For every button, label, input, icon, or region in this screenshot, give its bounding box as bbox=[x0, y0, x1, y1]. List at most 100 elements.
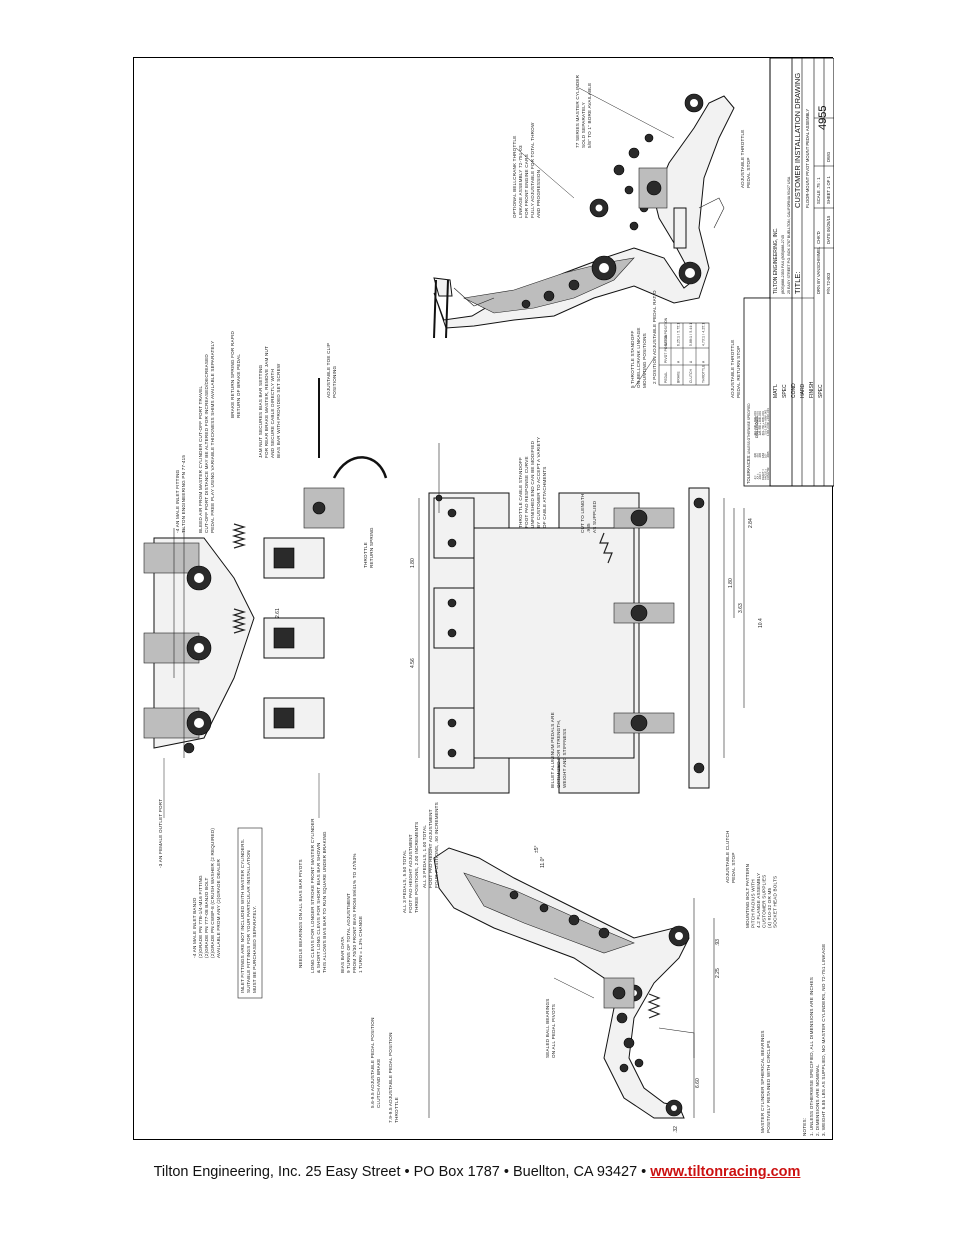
ratio-cell-2-1: A bbox=[689, 360, 693, 363]
label-inlet-fitting-line-0: -4 AN MALE INLET FITTING bbox=[175, 469, 180, 533]
label-adj-throttle-stop2-line-0: ADJUSTABLE THROTTLE bbox=[740, 129, 745, 188]
front-view bbox=[418, 443, 745, 794]
label-billet-pads-line-1: OPTIMIZED FOR STRENGTH, bbox=[556, 720, 561, 788]
tb-title-line1: CUSTOMER INSTALLATION DRAWING bbox=[793, 73, 802, 208]
ratio-cell-0-1: PIVOT POSITION bbox=[664, 334, 668, 363]
label-master-cyl-series-line-1: SOLD SEPARATELY bbox=[581, 102, 586, 148]
label-master-cyl-series-line-0: 77 SERIES MASTER CYLINDER bbox=[575, 74, 580, 148]
label-master-spherical-line-1: POSITIVELY RETAINED WITH CIRCLIPS bbox=[766, 1040, 771, 1133]
label-inlet-fitting-line-1: TILTON ENGINEERING PN 77-415 bbox=[181, 455, 186, 533]
label-inlet-banjo-line-1: (2)GRADE PN 77B-1/4-M16 FITTING bbox=[198, 875, 203, 958]
label-mounting-bolt-line-5: SOCKET HEAD BOLTS bbox=[773, 876, 778, 928]
label-standoff-bellcrank-line-1: ON BELLCRANK LINKAGE bbox=[636, 327, 641, 388]
label-bias-bar-line-1: 9 TURNS OF TOTAL ADJUSTMENT bbox=[346, 893, 351, 973]
notes-header: NOTES: bbox=[802, 1118, 807, 1136]
tb-pn: P/N 72-803 bbox=[826, 272, 831, 294]
mat-row-5: SPEC bbox=[818, 384, 824, 398]
tb-title-label: TITLE: bbox=[793, 271, 802, 294]
tol-row-3-value: 1/64 bbox=[761, 452, 765, 458]
label-optional-bellcrank-line-3: FULLY ADJUSTABLE FOR TOTAL THROW bbox=[530, 122, 535, 218]
top-view bbox=[143, 378, 388, 758]
label-inlet-banjo-line-3: (2)GRADE PN CW8P-8 (CRUSH WASHER (2 REQU… bbox=[210, 828, 215, 958]
mat-row-3: HARD bbox=[800, 383, 806, 398]
label-jam-nut-line-3: BIAS BAR WITH PROVIDED SET SCREW bbox=[276, 363, 281, 458]
ratio-cell-0-0: PEDAL bbox=[664, 372, 668, 383]
label-bleeder-line-0: BLEED AIR FROM MASTER CYLINDER CUT-OFF P… bbox=[198, 386, 203, 533]
ratio-cell-0-2: RATIO POSITION bbox=[664, 317, 668, 346]
label-long-clevis-line-2: THIS ALLOWS BIAS BAR TO RUN SQUARE UNDER… bbox=[322, 831, 327, 973]
tol-row-0-drill: .010-.040 +.002/-.001 bbox=[753, 411, 757, 436]
label-return-spring-line-1: RETURN OF BRAKE PEDAL bbox=[236, 354, 241, 418]
drawing-sheet: TILTON ENGINEERING, INC. (805)688-2353 F… bbox=[133, 57, 834, 1140]
title-block: TILTON ENGINEERING, INC. (805)688-2353 F… bbox=[743, 58, 834, 487]
label-clip-position-line-0: ADJUSTABLE TOE CLIP bbox=[326, 343, 331, 398]
ratio-table: 2 POSITION ADJUSTABLE PEDAL RATIO PEDAL P… bbox=[652, 290, 710, 386]
label-pos-throttle-line-1: THROTTLE bbox=[394, 1097, 399, 1123]
label-optional-bellcrank-line-4: AND PROGRESSION bbox=[536, 170, 541, 218]
label-bias-bar-line-3: 1 TURN = 1.3% CHANGE bbox=[358, 916, 363, 973]
ratio-cell-1-1: A bbox=[677, 360, 681, 363]
tol-row-5-value: .0005 bbox=[766, 451, 770, 458]
tol-header: TOLERANCES: bbox=[746, 455, 751, 484]
dim-total: 4.56 bbox=[410, 658, 416, 668]
label-bias-bar-line-0: BIAS BAR DATA bbox=[340, 936, 345, 973]
tol-row-1-value: .010 bbox=[756, 452, 760, 458]
label-cable-standoff-line-2: UNFINISHED END CAN BE MODIFIED bbox=[530, 440, 535, 528]
footer-website-link[interactable]: www.tiltonracing.com bbox=[650, 1164, 801, 1180]
label-pedal-height-line-1: FOOT PAD HEIGHT ADJUSTMENT bbox=[408, 834, 413, 913]
label-bleeder-line-1: CUT-OFF PORT DISTANCE MAY BE ALTERED FOR… bbox=[204, 354, 209, 533]
label-sealed-bearings-line-1: ON ALL PEDAL PIVOTS bbox=[551, 1004, 556, 1058]
label-mounting-bolt-line-0: MOUNTING BOLT PATTERN bbox=[745, 864, 750, 928]
tol-row-0-value: .030 bbox=[753, 452, 757, 458]
label-master-cyl-series-line-2: 5/8" TO 1" BORE AVAILABLE bbox=[587, 83, 592, 148]
mat-row-4: FINISH bbox=[809, 381, 815, 398]
tol-row-5-label: CONC/TIR bbox=[766, 467, 770, 480]
label-cut-to-length-line-0: CUT TO LENGTH bbox=[580, 494, 585, 533]
label-long-clevis-line-1: & SHORT LONG CLEVIS FOR SHORT BIAS BAR S… bbox=[316, 843, 321, 973]
tol-row-1-drill: .041-.125 +.003/-.001 bbox=[756, 411, 760, 436]
label-pedal-pad-line-2: FOUR POSITIONS, .50 INCREMENTS bbox=[434, 802, 439, 888]
tb-drawn-by: DRN BY VANSCHIMMEL bbox=[816, 246, 821, 294]
ratio-table-title: 2 POSITION ADJUSTABLE PEDAL RATIO bbox=[652, 290, 657, 384]
tol-unless: UNLESS OTHERWISE SPECIFIED bbox=[747, 403, 751, 454]
tol-row-4-label: ANGLE ± bbox=[763, 468, 767, 480]
label-pedal-pad-line-0: ALL 3 PEDALS, 1.00 TOTAL bbox=[422, 825, 427, 888]
label-inlet-banjo-line-0: -4 AN MALE INLET BANJO bbox=[192, 897, 197, 958]
note-3: 3. WEIGHT 6.85 LBS AS SUPPLIED, NO MASTE… bbox=[821, 944, 826, 1136]
label-throttle-spring-line-0: THROTTLE bbox=[363, 542, 368, 568]
dim-right1: 1.80 bbox=[728, 578, 734, 588]
leader-optional-bellcrank bbox=[515, 147, 575, 199]
label-mounting-bolt-line-3: CUSTOMER SUPPLIES bbox=[762, 875, 767, 928]
tol-row-3-drill: .501-.750 +.005/-.001 bbox=[761, 411, 765, 436]
label-return-spring-line-0: BRAKE RETURN SPRING FOR RAPID bbox=[230, 331, 235, 418]
label-pos-throttle-line-0: 7.9-9.5 ADJUSTABLE PEDAL POSITION bbox=[388, 1032, 393, 1123]
leader-sealed-bearings bbox=[553, 977, 595, 999]
label-master-spherical-line-0: MASTER CYLINDER SPHERICAL BEARINGS bbox=[760, 1030, 765, 1133]
dim-side-d: .32 bbox=[673, 1126, 679, 1133]
notes-block: NOTES: 1. UNLESS OTHERWISE SPECIFIED, AL… bbox=[802, 944, 826, 1136]
label-pedal-pad-line-1: FOOT PAD HEIGHT ADJUSTMENT bbox=[428, 809, 433, 888]
mat-row-0: MAT'L bbox=[773, 384, 779, 398]
footer-company: Tilton Engineering, Inc. 25 Easy Street … bbox=[153, 1164, 647, 1180]
label-inlet-banjo-line-2: (2)GRADE PN 777-08 BANJO BOLT bbox=[204, 877, 209, 958]
label-adj-throttle-stop-line-0: ADJUSTABLE THROTTLE bbox=[730, 339, 735, 398]
label-clutch-stop-line-1: PEDAL STOP bbox=[731, 852, 736, 883]
dim-right3: 2.84 bbox=[748, 518, 754, 528]
tb-scale: SCALE .75 : 1 bbox=[816, 177, 821, 204]
dim-right2: 3.63 bbox=[738, 603, 744, 613]
label-optional-bellcrank-line-2: FOR FRONT ENGINE CARS bbox=[524, 154, 529, 218]
label-inlet-box-line-1: SUITABLE FITTINGS FOR YOUR PARTICULAR IN… bbox=[246, 850, 251, 993]
label-inlet-banjo-line-4: AVAILABLE FROM ANY (2)GRADE DEALER bbox=[216, 859, 221, 958]
label-cable-standoff-line-4: OF CABLE ATTACHMENTS bbox=[542, 466, 547, 528]
tol-drill-header: DRILL HOLES bbox=[755, 415, 759, 438]
label-standoff-bellcrank-line-2: MOUNTING POSITIONS bbox=[642, 333, 647, 388]
label-pedal-height-line-0: ALL 3 PEDALS, 5.50 TOTAL bbox=[402, 850, 407, 913]
label-pedal-height-line-2: THREE POSITIONS, 2.00 INCREMENTS bbox=[414, 822, 419, 913]
label-adj-throttle-stop2-line-1: PEDAL STOP bbox=[746, 157, 751, 188]
dim-overall: 10.4 bbox=[758, 618, 764, 628]
label-billet-pads-line-0: BILLET ALUMINUM PEDALS ARE bbox=[550, 712, 555, 788]
inlet-box-frame bbox=[237, 827, 263, 999]
label-cable-standoff-line-1: FOOT PAD RESPONSE CURVE bbox=[524, 456, 529, 528]
ratio-cell-3-1: A bbox=[702, 360, 706, 363]
label-clutch-stop-line-0: ADJUSTABLE CLUTCH bbox=[725, 830, 730, 883]
